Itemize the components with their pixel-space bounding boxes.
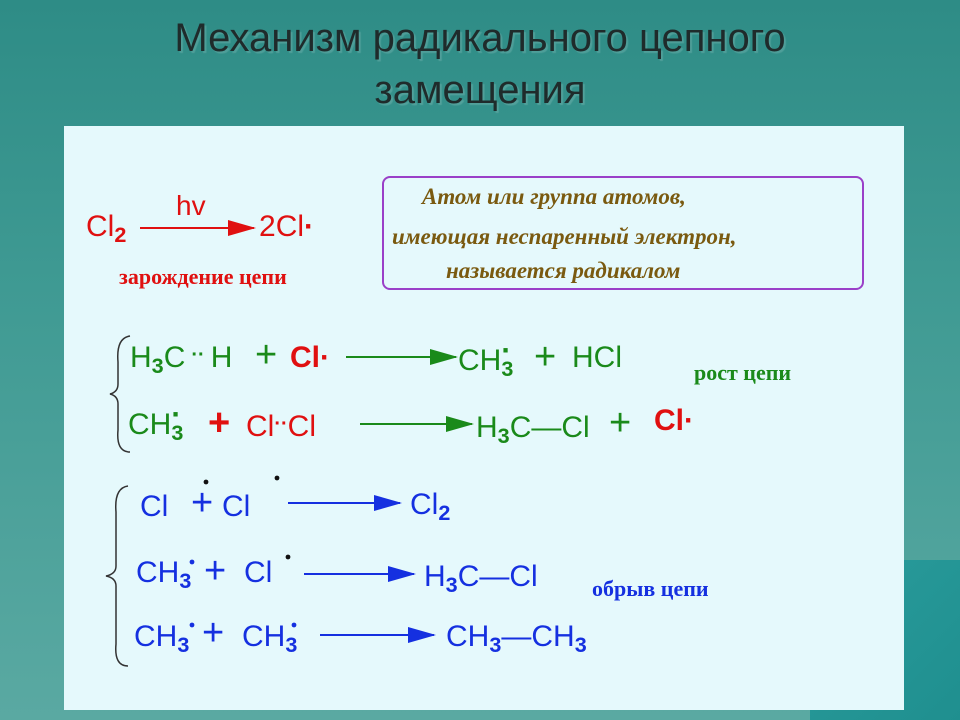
termination-label: обрыв цепи — [592, 576, 709, 601]
termination-2-reactant-2: Cl — [244, 556, 273, 589]
termination-2-plus: + — [204, 550, 227, 592]
termination-1-reactant-2: Cl — [222, 490, 251, 523]
termination-1-reactant-1: Cl — [140, 490, 169, 523]
termination-1-product: Cl2 — [410, 488, 451, 526]
radical-dot — [291, 622, 297, 628]
definition-box — [382, 176, 864, 290]
initiation-condition: hv — [176, 190, 206, 221]
termination-1-plus: + — [191, 482, 214, 524]
definition-line-3: называется радикалом — [446, 258, 681, 283]
termination-3-product: CH3—CH3 — [446, 620, 587, 658]
radical-dot — [189, 559, 195, 565]
radical-dot — [203, 479, 209, 485]
propagation-1-chlorine-radical: Cl· — [290, 341, 330, 374]
termination-3-plus: + — [202, 612, 225, 654]
propagation-2-plus: + — [208, 402, 231, 444]
initiation-product: 2Cl· — [259, 210, 315, 243]
title-line-2: замещения — [374, 68, 586, 112]
propagation-2-plus-2: + — [609, 402, 632, 444]
title-line-1: Механизм радикального цепного — [174, 16, 786, 60]
propagation-2-chlorine: Cl··Cl — [246, 410, 317, 443]
radical-dot — [274, 475, 280, 481]
termination-3-reactant-1: CH3 — [134, 620, 190, 658]
propagation-1-plus-2: + — [534, 336, 557, 378]
termination-2-product: H3C—Cl — [424, 560, 538, 598]
propagation-1-product-1: CH3· — [458, 334, 514, 382]
page-title: Механизм радикального цепного замещения — [0, 12, 960, 116]
termination-3-reactant-2: CH3 — [242, 620, 298, 658]
propagation-1-plus: + — [255, 334, 278, 376]
radical-dot — [285, 554, 291, 560]
initiation-label: зарождение цепи — [119, 264, 287, 289]
propagation-2-reactant: CH3· — [128, 398, 184, 446]
termination-brace — [105, 485, 129, 667]
propagation-2-chlorine-radical: Cl· — [654, 404, 694, 437]
definition-line-2: имеющая неспаренный электрон, — [392, 224, 737, 249]
initiation-reactant: Cl2 — [86, 210, 127, 248]
propagation-brace — [109, 335, 131, 453]
definition-line-1: Атом или группа атомов, — [422, 184, 686, 209]
radical-dot — [189, 622, 195, 628]
propagation-2-product: H3C—Cl — [476, 411, 590, 449]
propagation-1-product-2: HCl — [572, 341, 623, 374]
termination-2-reactant-1: CH3 — [136, 556, 192, 594]
propagation-label: рост цепи — [694, 360, 792, 385]
propagation-1-reactant: H3C··H — [130, 341, 233, 379]
